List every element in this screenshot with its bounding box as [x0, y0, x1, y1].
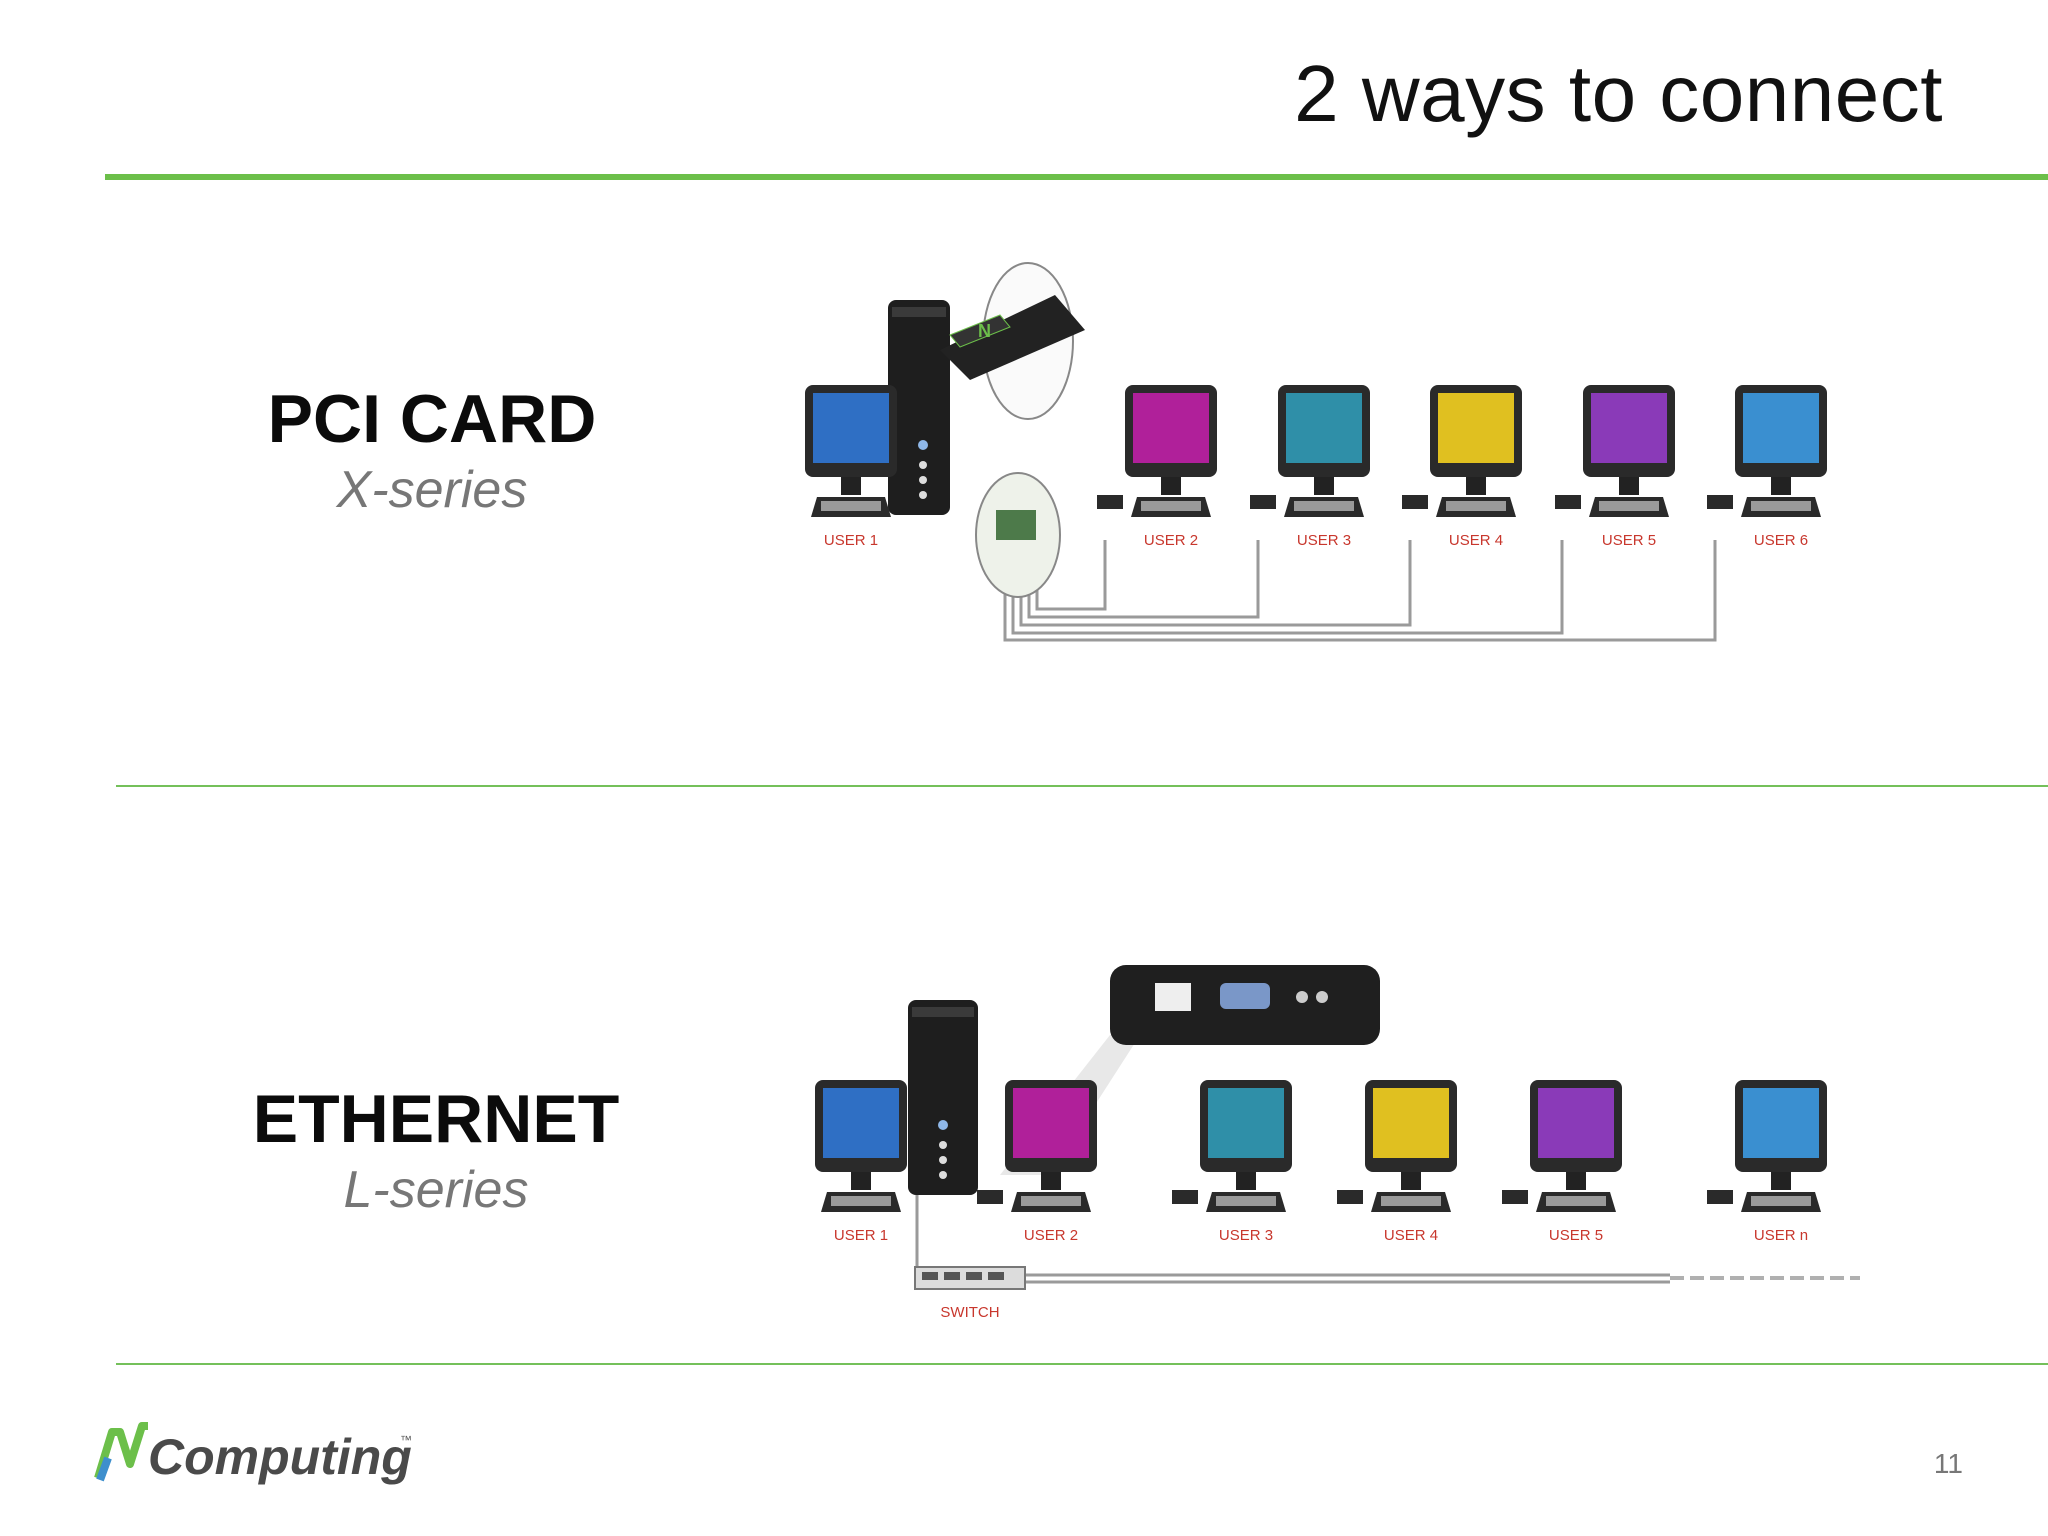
monitor-icon — [805, 385, 897, 495]
user-station: USER 5 — [1502, 1080, 1622, 1244]
user-station: USER 5 — [1555, 385, 1675, 549]
monitor-icon — [1735, 1080, 1827, 1190]
svg-text:Computing: Computing — [148, 1429, 412, 1485]
ethernet-user-stations: USER 1 USER 2 USER 3 USER 4 USER 5 USER n — [815, 1080, 1827, 1244]
keyboard-icon — [1741, 497, 1821, 517]
server-tower-icon — [888, 300, 950, 515]
ethernet-cables — [915, 1185, 1670, 1284]
ethernet-label: ETHERNET L-series — [136, 1080, 736, 1222]
pci-card-label: PCI CARD X-series — [132, 380, 732, 522]
user-label: USER 1 — [824, 532, 878, 549]
user-station: USER 4 — [1337, 1080, 1457, 1244]
monitor-icon — [1365, 1080, 1457, 1190]
svg-text:™: ™ — [400, 1433, 412, 1447]
monitor-icon — [1125, 385, 1217, 495]
ncomputing-logo: Computing ™ — [90, 1418, 420, 1498]
x-series-subheading: X-series — [336, 461, 528, 519]
keyboard-icon — [1589, 497, 1669, 517]
access-device-icon — [1337, 1190, 1363, 1204]
user-label: USER 2 — [1144, 532, 1198, 549]
access-device-icon — [1097, 495, 1123, 509]
access-device-icon — [1402, 495, 1428, 509]
pci-cables — [1003, 540, 1717, 642]
network-switch-icon — [914, 1266, 1026, 1290]
user-label: USER 4 — [1449, 532, 1503, 549]
user-station: USER n — [1707, 1080, 1827, 1244]
user-label: USER 3 — [1297, 532, 1351, 549]
keyboard-icon — [1371, 1192, 1451, 1212]
svg-text:N: N — [978, 321, 991, 341]
monitor-icon — [1583, 385, 1675, 495]
access-device-icon — [1707, 1190, 1733, 1204]
user-label: USER 4 — [1384, 1227, 1438, 1244]
pci-card-callout-icon: N — [940, 262, 1085, 598]
user-station: USER 2 — [1097, 385, 1217, 549]
user-label: USER 2 — [1024, 1227, 1078, 1244]
section-divider — [116, 1363, 2048, 1365]
keyboard-icon — [1536, 1192, 1616, 1212]
monitor-icon — [1200, 1080, 1292, 1190]
user-station: USER 6 — [1707, 385, 1827, 549]
monitor-icon — [1278, 385, 1370, 495]
user-station: USER 3 — [1172, 1080, 1292, 1244]
keyboard-icon — [811, 497, 891, 517]
keyboard-icon — [1436, 497, 1516, 517]
access-device-icon — [1555, 495, 1581, 509]
access-device-icon — [977, 1190, 1003, 1204]
page-number: 11 — [1933, 1448, 1963, 1479]
access-device-icon — [1172, 1190, 1198, 1204]
user-station: USER 1 — [815, 1080, 907, 1244]
section-divider — [116, 785, 2048, 787]
user-label: USER n — [1754, 1227, 1808, 1244]
keyboard-icon — [821, 1192, 901, 1212]
user-label: USER 5 — [1602, 532, 1656, 549]
pci-card-diagram: N USER 1 USER 2 USER 3 USER 4 USER 5 USER 6 — [800, 255, 1830, 655]
title-underline — [105, 174, 2048, 180]
switch-label: SWITCH — [940, 1304, 999, 1321]
monitor-icon — [1430, 385, 1522, 495]
user-station: USER 2 — [977, 1080, 1097, 1244]
ethernet-heading: ETHERNET — [252, 1081, 620, 1157]
keyboard-icon — [1206, 1192, 1286, 1212]
keyboard-icon — [1741, 1192, 1821, 1212]
pci-card-heading: PCI CARD — [267, 381, 597, 457]
monitor-icon — [815, 1080, 907, 1190]
ncomputing-logo-mark: Computing ™ — [94, 1422, 412, 1485]
access-device-icon — [1250, 495, 1276, 509]
user-label: USER 3 — [1219, 1227, 1273, 1244]
user-station: USER 1 — [805, 385, 897, 549]
slide-title: 2 ways to connect — [1294, 49, 1943, 138]
keyboard-icon — [1284, 497, 1364, 517]
keyboard-icon — [1011, 1192, 1091, 1212]
pci-user-stations: USER 1 USER 2 USER 3 USER 4 USER 5 USER 6 — [805, 385, 1827, 549]
access-device-icon — [1502, 1190, 1528, 1204]
monitor-icon — [1530, 1080, 1622, 1190]
monitor-icon — [1005, 1080, 1097, 1190]
pci-diagram-svg: N USER 1 USER 2 USER 3 USER 4 USER 5 USER 6 — [805, 262, 1827, 642]
l-series-subheading: L-series — [343, 1161, 529, 1219]
user-station: USER 3 — [1250, 385, 1370, 549]
user-label: USER 6 — [1754, 532, 1808, 549]
keyboard-icon — [1131, 497, 1211, 517]
user-station: USER 4 — [1402, 385, 1522, 549]
user-label: USER 5 — [1549, 1227, 1603, 1244]
access-device-icon — [1707, 495, 1733, 509]
user-label: USER 1 — [834, 1227, 888, 1244]
monitor-icon — [1735, 385, 1827, 495]
server-tower-icon — [908, 1000, 978, 1195]
